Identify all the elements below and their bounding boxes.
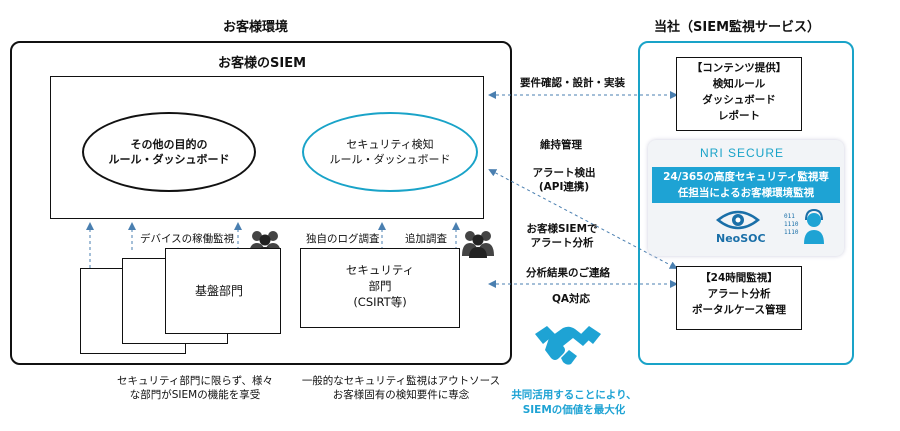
alert-detect-label: アラート検出 (API連携): [528, 166, 600, 194]
security-detect-line1: セキュリティ検知: [346, 138, 434, 151]
svg-text:011: 011: [784, 213, 795, 220]
monitoring-box: [676, 266, 802, 330]
note-left: セキュリティ部門に限らず、様々 な部門がSIEMの機能を享受: [100, 374, 290, 402]
req-label: 要件確認・設計・実装: [520, 77, 625, 89]
monitoring-item-1: アラート分析: [707, 288, 771, 300]
alert-analysis-line2: アラート分析: [530, 237, 594, 249]
people-icon: [462, 231, 494, 258]
content-header: 【コンテンツ提供】: [691, 62, 787, 74]
security-dept-line2: 部門: [368, 279, 392, 293]
maint-label: 維持管理: [540, 139, 582, 151]
shared-label: 共同活用することにより、 SIEMの価値を最大化: [508, 388, 640, 418]
nri-band-line2: 任担当によるお客様環境監視: [677, 187, 815, 199]
neosoc-logo: NeoSOC: [716, 232, 766, 245]
customer-env-title: お客様環境: [223, 20, 289, 35]
customer-siem-title: お客様のSIEM: [218, 56, 307, 71]
shared-line2: SIEMの価値を最大化: [522, 404, 626, 416]
qa-label: QA対応: [552, 293, 591, 305]
content-item-2: ダッシュボード: [702, 94, 776, 106]
monitoring-text: 【24時間監視】 アラート分析 ポータルケース管理: [676, 270, 802, 318]
note-left-line1: セキュリティ部門に限らず、様々: [117, 375, 273, 387]
handshake-icon: [535, 326, 601, 365]
monitoring-item-2: ポータルケース管理: [692, 304, 786, 316]
siem-box: [50, 76, 484, 219]
content-item-1: 検知ルール: [712, 78, 766, 90]
nri-logo-text: NRI SECURE: [700, 146, 785, 160]
note-left-line2: な部門がSIEMの機能を享受: [129, 389, 261, 401]
nri-band: 24/365の高度セキュリティ監視専 任担当によるお客様環境監視: [652, 167, 840, 203]
other-purpose-line2: ルール・ダッシュボード: [108, 153, 230, 166]
note-right-line1: 一般的なセキュリティ監視はアウトソース: [301, 375, 501, 387]
other-purpose-line1: その他の目的の: [130, 138, 208, 151]
shared-line1: 共同活用することにより、: [511, 389, 637, 401]
alert-analysis-label: お客様SIEMで アラート分析: [522, 222, 602, 250]
nri-band-line1: 24/365の高度セキュリティ監視専: [663, 171, 829, 183]
security-dept-box: [300, 248, 460, 328]
device-monitoring-label: デバイスの稼働監視: [140, 233, 235, 245]
security-dept-label: セキュリティ 部門 (CSIRT等): [300, 262, 460, 310]
own-log-label: 独自のログ調査: [306, 233, 380, 245]
nri-logo: NRI SECURE: [700, 146, 784, 160]
company-title: 当社（SIEM監視サービス）: [654, 20, 821, 35]
content-item-3: レポート: [718, 110, 760, 122]
alert-detect-line2: (API連携): [538, 181, 590, 193]
content-provision-box: [676, 57, 802, 131]
result-contact-label: 分析結果のご連絡: [526, 267, 610, 279]
eye-icon: [716, 210, 760, 230]
infra-dept-label: 基盤部門: [195, 284, 244, 298]
arrow-diag: [488, 169, 678, 269]
infra-dept-box: [165, 248, 281, 334]
other-purpose-ellipse: その他の目的の ルール・ダッシュボード: [82, 112, 256, 192]
alert-analysis-line1: お客様SIEMで: [526, 223, 598, 235]
additional-label: 追加調査: [405, 233, 447, 245]
monitoring-header: 【24時間監視】: [700, 272, 778, 284]
svg-text:1110: 1110: [784, 221, 799, 228]
security-dept-line3: (CSIRT等): [353, 295, 407, 309]
content-provision-text: 【コンテンツ提供】 検知ルール ダッシュボード レポート: [676, 60, 802, 124]
security-detect-ellipse: セキュリティ検知 ルール・ダッシュボード: [302, 112, 478, 192]
operator-headset-icon: 011 1110 1110: [784, 208, 824, 244]
security-dept-line1: セキュリティ: [345, 263, 415, 277]
svg-text:1110: 1110: [784, 229, 799, 236]
note-right-line2: お客様固有の検知要件に専念: [332, 389, 470, 401]
alert-detect-line1: アラート検出: [532, 167, 596, 179]
note-right: 一般的なセキュリティ監視はアウトソース お客様固有の検知要件に専念: [296, 374, 506, 402]
security-detect-line2: ルール・ダッシュボード: [329, 153, 451, 166]
